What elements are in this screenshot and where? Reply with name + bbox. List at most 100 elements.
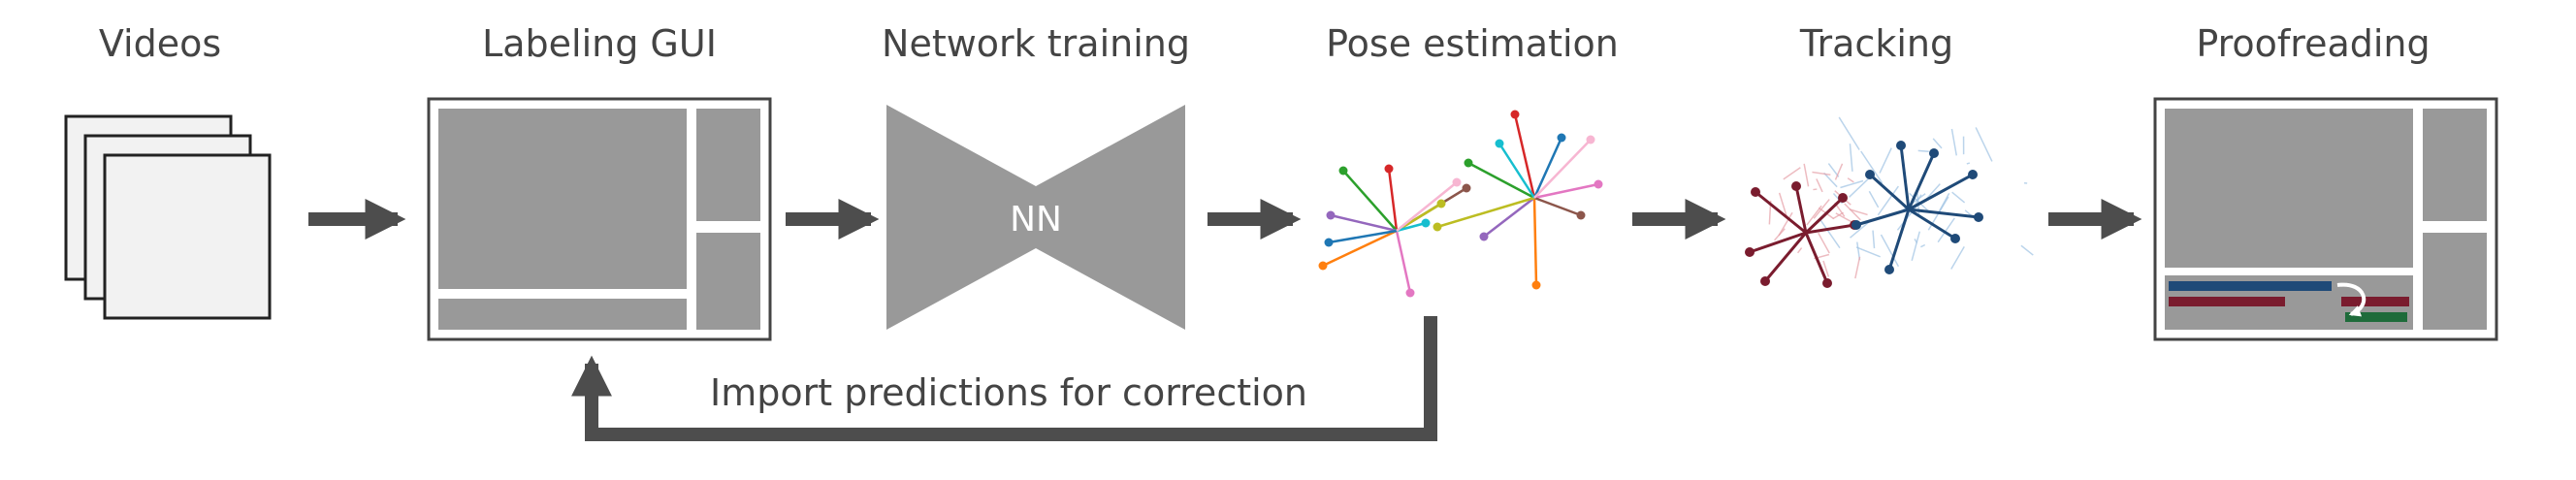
proofreading-main-panel	[2165, 109, 2413, 268]
track-history-blue	[2021, 245, 2033, 255]
track-history-red	[1814, 200, 1829, 219]
timeline-track-blue	[2169, 281, 2332, 291]
track-history-red	[1804, 164, 1808, 186]
track-skeleton-blue-limb	[1856, 209, 1909, 225]
video-stack-icon	[66, 116, 270, 318]
track-history-blue	[1951, 129, 1956, 155]
nn-label: NN	[1010, 200, 1062, 240]
pose-skeleton-2-keypoint	[1594, 180, 1603, 189]
track-skeleton-blue-keypoint	[1865, 170, 1875, 179]
pose-skeleton-2-limb	[1534, 198, 1536, 285]
pose-skeleton-2-limb	[1534, 138, 1562, 198]
track-history-blue	[1856, 247, 1881, 257]
track-history-red	[1784, 168, 1801, 179]
track-history-blue	[1952, 192, 1965, 203]
tracking-visual	[1745, 117, 2033, 288]
track-skeleton-red-keypoint	[1791, 181, 1801, 191]
track-history-red	[1812, 173, 1830, 176]
pose-skeleton-1-keypoint	[1406, 289, 1415, 298]
track-skeleton-red-keypoint	[1822, 278, 1832, 288]
pose-skeleton-2-limb	[1534, 198, 1581, 215]
proofreading-side-panel-bottom	[2423, 233, 2487, 330]
pose-skeleton-1-limb	[1331, 215, 1397, 231]
track-history-red	[1817, 178, 1822, 191]
feedback-loop-label: Import predictions for correction	[710, 371, 1307, 414]
pose-skeleton-1-keypoint	[1422, 219, 1431, 228]
pose-skeleton-1-keypoint	[1437, 200, 1446, 208]
track-skeleton-blue-limb	[1889, 209, 1909, 270]
track-history-blue	[1920, 245, 1924, 247]
track-history-red	[1835, 164, 1842, 180]
track-history-blue	[1824, 173, 1837, 186]
pose-skeleton-2-limb	[1437, 198, 1534, 227]
pose-skeleton-2-keypoint	[1480, 233, 1489, 241]
pose-skeletons	[1319, 111, 1603, 298]
pose-skeleton-2-keypoint	[1465, 159, 1473, 168]
pose-skeleton-1-keypoint	[1325, 239, 1334, 247]
pose-skeleton-1-limb	[1343, 171, 1397, 231]
pose-skeleton-2-keypoint	[1433, 223, 1442, 232]
track-skeleton-red-limb	[1806, 233, 1827, 283]
track-skeleton-blue-keypoint	[1896, 141, 1906, 150]
track-skeleton-blue-keypoint	[1929, 148, 1939, 158]
video-frame-front	[105, 155, 270, 318]
track-history-blue	[1976, 127, 1992, 161]
stage-title-network-training: Network training	[882, 22, 1190, 65]
stage-title-pose-estimation: Pose estimation	[1326, 22, 1619, 65]
stage-title-proofreading: Proofreading	[2196, 22, 2430, 65]
track-history-blue	[1918, 150, 1929, 151]
pose-skeleton-2-keypoint	[1558, 134, 1566, 143]
track-skeleton-red-keypoint	[1838, 193, 1848, 203]
stage-title-tracking: Tracking	[1799, 22, 1953, 65]
proofreading-side-panel-top	[2423, 109, 2487, 221]
pose-skeleton-2-keypoint	[1496, 140, 1504, 148]
track-history-red	[1819, 233, 1829, 253]
pose-skeleton-1-keypoint	[1319, 262, 1328, 271]
track-history-blue	[1839, 117, 1859, 150]
track-history-blue	[1951, 246, 1965, 269]
track-skeleton-red-keypoint	[1745, 247, 1755, 257]
proofreading-gui-window	[2155, 99, 2496, 339]
neural-network-icon: NN	[886, 105, 1185, 330]
track-history-blue	[1967, 163, 1970, 164]
stage-title-labeling-gui: Labeling GUI	[482, 22, 717, 65]
pose-skeleton-2-keypoint	[1577, 211, 1586, 220]
pose-skeleton-1-keypoint	[1463, 184, 1471, 193]
pose-skeleton-1-keypoint	[1453, 178, 1462, 187]
track-history-blue	[1933, 139, 1942, 148]
pose-skeleton-1-limb	[1389, 169, 1397, 231]
track-skeleton-blue-keypoint	[1884, 265, 1894, 274]
pose-skeleton-2-keypoint	[1511, 111, 1520, 119]
timeline-track-red-left	[2169, 297, 2285, 306]
timeline-track-red-right	[2341, 297, 2409, 306]
pose-skeleton-2-limb	[1515, 114, 1534, 198]
pose-skeleton-1-keypoint	[1327, 211, 1336, 220]
pose-skeleton-1-keypoint	[1385, 165, 1394, 174]
track-history-blue	[1850, 144, 1852, 172]
pose-skeleton-1-keypoint	[1339, 167, 1348, 176]
labeling-gui-main-panel	[438, 109, 687, 289]
track-history-red	[1798, 248, 1802, 253]
labeling-gui-side-panel-bottom	[696, 233, 760, 330]
pose-skeleton-2-keypoint	[1587, 136, 1595, 144]
labeling-gui-bottom-panel	[438, 299, 687, 330]
track-history-blue	[1869, 191, 1878, 208]
track-history-blue	[1912, 232, 1919, 261]
track-skeleton-blue-keypoint	[1974, 212, 1983, 222]
pose-skeleton-2-limb	[1534, 140, 1591, 198]
track-skeleton-blue-limb	[1909, 175, 1973, 209]
track-history-red	[1855, 257, 1860, 278]
track-history-blue	[1873, 231, 1874, 248]
pose-skeleton-2-keypoint	[1532, 281, 1541, 290]
track-history-blue	[1850, 176, 1872, 198]
pose-skeleton-2-limb	[1484, 198, 1534, 237]
track-skeleton-blue-limb	[1901, 145, 1909, 209]
labeling-gui-window	[429, 99, 770, 339]
track-skeleton-red-keypoint	[1751, 187, 1760, 197]
labeling-gui-side-panel-top	[696, 109, 760, 221]
track-skeleton-blue-keypoint	[1852, 220, 1861, 230]
stage-title-videos: Videos	[99, 22, 221, 65]
pose-skeleton-1-limb	[1397, 231, 1410, 293]
